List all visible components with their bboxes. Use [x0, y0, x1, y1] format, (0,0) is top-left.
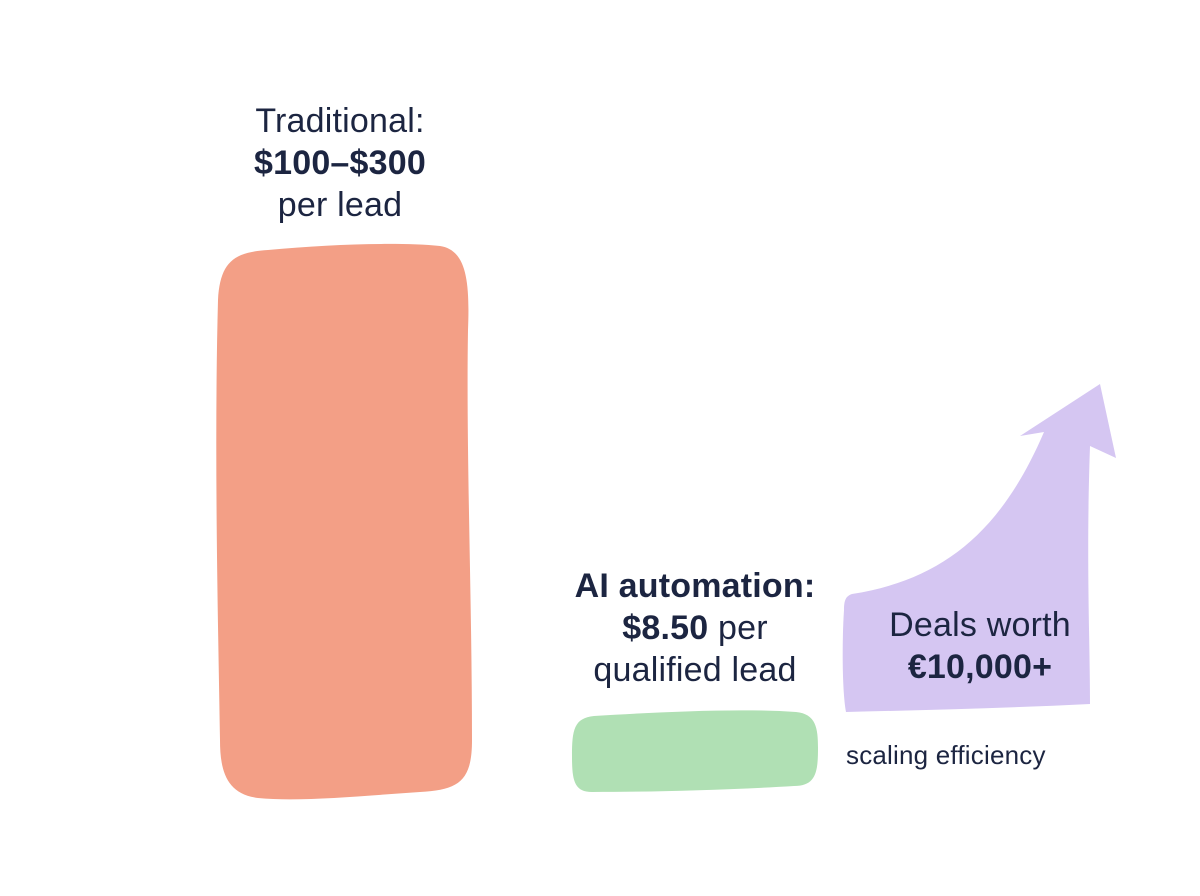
- traditional-title: Traditional:: [255, 102, 425, 140]
- traditional-cost-bar: [216, 243, 472, 800]
- deals-value: €10,000+: [907, 648, 1053, 686]
- ai-title: AI automation:: [574, 567, 816, 605]
- ai-unit: qualified lead: [593, 651, 797, 689]
- ai-cost-label: AI automation: $8.50 per qualified lead: [545, 565, 845, 691]
- traditional-price-range: $100–$300: [254, 144, 426, 182]
- deals-growth-arrow: [842, 384, 1116, 712]
- traditional-cost-label: Traditional: $100–$300 per lead: [190, 100, 490, 226]
- traditional-unit: per lead: [277, 186, 403, 224]
- ai-price: $8.50: [622, 609, 709, 647]
- deals-title: Deals worth: [889, 606, 1071, 644]
- ai-cost-bar: [572, 710, 818, 792]
- deals-label: Deals worth €10,000+: [860, 604, 1100, 688]
- ai-price-suffix: per: [708, 609, 768, 647]
- scaling-efficiency-caption: scaling efficiency: [846, 740, 1046, 770]
